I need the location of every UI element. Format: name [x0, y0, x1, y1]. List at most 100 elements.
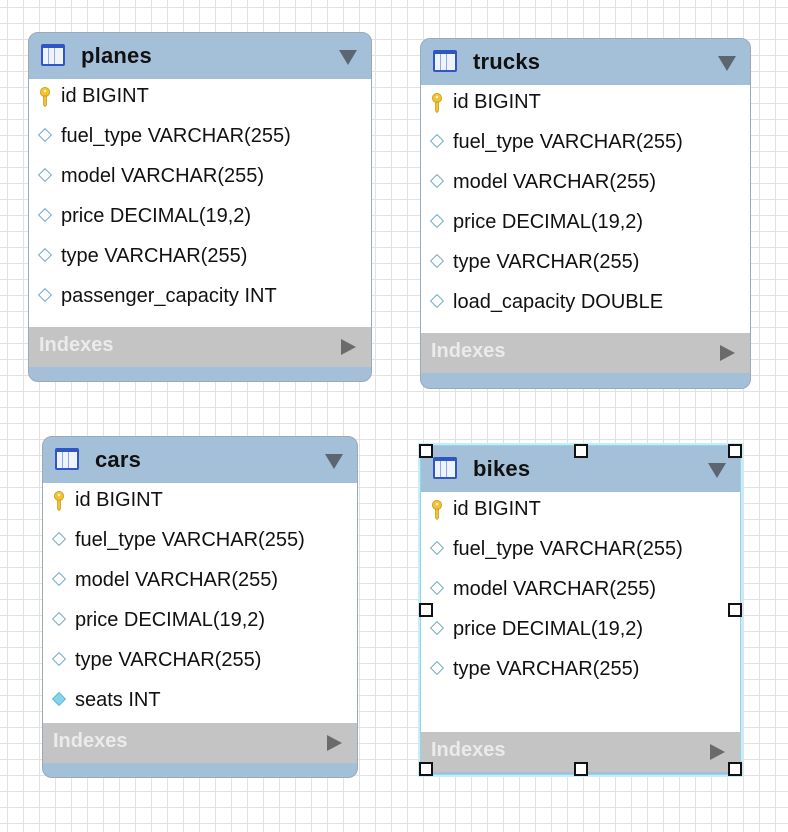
resize-handle[interactable]: [419, 762, 433, 776]
indexes-section[interactable]: Indexes: [43, 723, 357, 763]
column-icon: [429, 620, 445, 636]
entity-cars[interactable]: cars id BIGINT fuel_type VARCHAR(255) model…: [42, 436, 358, 778]
table-icon: [41, 44, 65, 66]
expand-arrow-icon[interactable]: [710, 744, 725, 760]
column-name: load_capacity DOUBLE: [453, 291, 664, 313]
entity-planes[interactable]: planes id BIGINT fuel_type VARCHAR(255) mod…: [28, 32, 372, 382]
column-row[interactable]: price DECIMAL(19,2): [43, 603, 357, 643]
column-row[interactable]: type VARCHAR(255): [421, 652, 740, 692]
column-row[interactable]: fuel_type VARCHAR(255): [43, 523, 357, 563]
entity-title: bikes: [473, 456, 531, 481]
column-icon: [37, 127, 53, 143]
expand-arrow-icon[interactable]: [327, 735, 342, 751]
resize-handle[interactable]: [728, 762, 742, 776]
column-icon: [37, 207, 53, 223]
column-icon: [429, 173, 445, 189]
primary-key-icon: [431, 500, 443, 521]
resize-handle[interactable]: [419, 444, 433, 458]
column-name: type VARCHAR(255): [453, 658, 640, 680]
indexes-label: Indexes: [39, 334, 114, 356]
column-icon: [429, 660, 445, 676]
resize-handle[interactable]: [573, 444, 588, 458]
column-row[interactable]: type VARCHAR(255): [29, 239, 371, 279]
entity-title: planes: [81, 43, 152, 68]
column-icon: [51, 651, 67, 667]
entity-title: cars: [95, 447, 142, 472]
column-row[interactable]: model VARCHAR(255): [29, 159, 371, 199]
column-row[interactable]: id BIGINT: [43, 483, 357, 523]
column-name: fuel_type VARCHAR(255): [75, 529, 305, 551]
expand-arrow-icon[interactable]: [341, 339, 356, 355]
column-list: id BIGINT fuel_type VARCHAR(255) model VAR…: [421, 492, 740, 732]
column-name: fuel_type VARCHAR(255): [453, 131, 683, 153]
column-name: type VARCHAR(255): [75, 649, 262, 671]
column-row[interactable]: price DECIMAL(19,2): [421, 612, 740, 652]
table-icon: [433, 50, 457, 72]
column-row[interactable]: fuel_type VARCHAR(255): [421, 125, 750, 165]
column-row[interactable]: id BIGINT: [421, 492, 740, 532]
column-icon: [51, 571, 67, 587]
column-name: id BIGINT: [61, 85, 149, 107]
column-row[interactable]: fuel_type VARCHAR(255): [421, 532, 740, 572]
collapse-triangle-icon[interactable]: [325, 454, 343, 469]
indexes-label: Indexes: [431, 340, 506, 362]
collapse-triangle-icon[interactable]: [708, 463, 726, 478]
column-row[interactable]: type VARCHAR(255): [421, 245, 750, 285]
column-icon: [37, 247, 53, 263]
resize-handle[interactable]: [728, 444, 742, 458]
primary-key-icon: [431, 93, 443, 114]
column-name: price DECIMAL(19,2): [75, 609, 266, 631]
primary-key-icon: [53, 491, 65, 512]
column-list: id BIGINT fuel_type VARCHAR(255) model VAR…: [29, 79, 371, 327]
column-name: id BIGINT: [75, 489, 163, 511]
column-list: id BIGINT fuel_type VARCHAR(255) model VAR…: [421, 85, 750, 333]
column-row[interactable]: id BIGINT: [421, 85, 750, 125]
resize-handle[interactable]: [419, 603, 433, 617]
column-row[interactable]: seats INT: [43, 683, 357, 723]
column-name: id BIGINT: [453, 498, 541, 520]
column-row[interactable]: price DECIMAL(19,2): [421, 205, 750, 245]
column-row[interactable]: type VARCHAR(255): [43, 643, 357, 683]
column-row[interactable]: load_capacity DOUBLE: [421, 285, 750, 325]
column-name: model VARCHAR(255): [61, 165, 265, 187]
column-row[interactable]: passenger_capacity INT: [29, 279, 371, 319]
entity-trucks[interactable]: trucks id BIGINT fuel_type VARCHAR(255) mod…: [420, 38, 751, 389]
column-name: model VARCHAR(255): [453, 578, 657, 600]
expand-arrow-icon[interactable]: [720, 345, 735, 361]
indexes-section[interactable]: Indexes: [29, 327, 371, 367]
column-icon: [429, 253, 445, 269]
column-row[interactable]: model VARCHAR(255): [421, 572, 740, 612]
resize-handle[interactable]: [728, 603, 742, 617]
indexes-section[interactable]: Indexes: [421, 333, 750, 373]
column-row[interactable]: model VARCHAR(255): [421, 165, 750, 205]
not-null-column-icon: [51, 691, 67, 707]
column-name: fuel_type VARCHAR(255): [61, 125, 291, 147]
column-name: type VARCHAR(255): [453, 251, 640, 273]
table-icon: [55, 448, 79, 470]
entity-title: trucks: [473, 49, 541, 74]
column-icon: [429, 293, 445, 309]
entity-bikes[interactable]: bikes id BIGINT fuel_type VARCHAR(255) mode…: [420, 445, 741, 775]
column-icon: [37, 287, 53, 303]
resize-handle[interactable]: [573, 762, 588, 776]
column-icon: [429, 540, 445, 556]
entity-header[interactable]: cars: [43, 437, 357, 483]
column-name: price DECIMAL(19,2): [453, 618, 644, 640]
column-name: fuel_type VARCHAR(255): [453, 538, 683, 560]
column-icon: [51, 531, 67, 547]
collapse-triangle-icon[interactable]: [339, 50, 357, 65]
column-name: price DECIMAL(19,2): [61, 205, 252, 227]
column-icon: [37, 167, 53, 183]
collapse-triangle-icon[interactable]: [718, 56, 736, 71]
column-icon: [429, 133, 445, 149]
entity-header[interactable]: planes: [29, 33, 371, 79]
column-icon: [429, 213, 445, 229]
column-name: type VARCHAR(255): [61, 245, 248, 267]
entity-header[interactable]: trucks: [421, 39, 750, 85]
column-icon: [51, 611, 67, 627]
column-row[interactable]: fuel_type VARCHAR(255): [29, 119, 371, 159]
column-row[interactable]: price DECIMAL(19,2): [29, 199, 371, 239]
column-row[interactable]: model VARCHAR(255): [43, 563, 357, 603]
column-row[interactable]: id BIGINT: [29, 79, 371, 119]
